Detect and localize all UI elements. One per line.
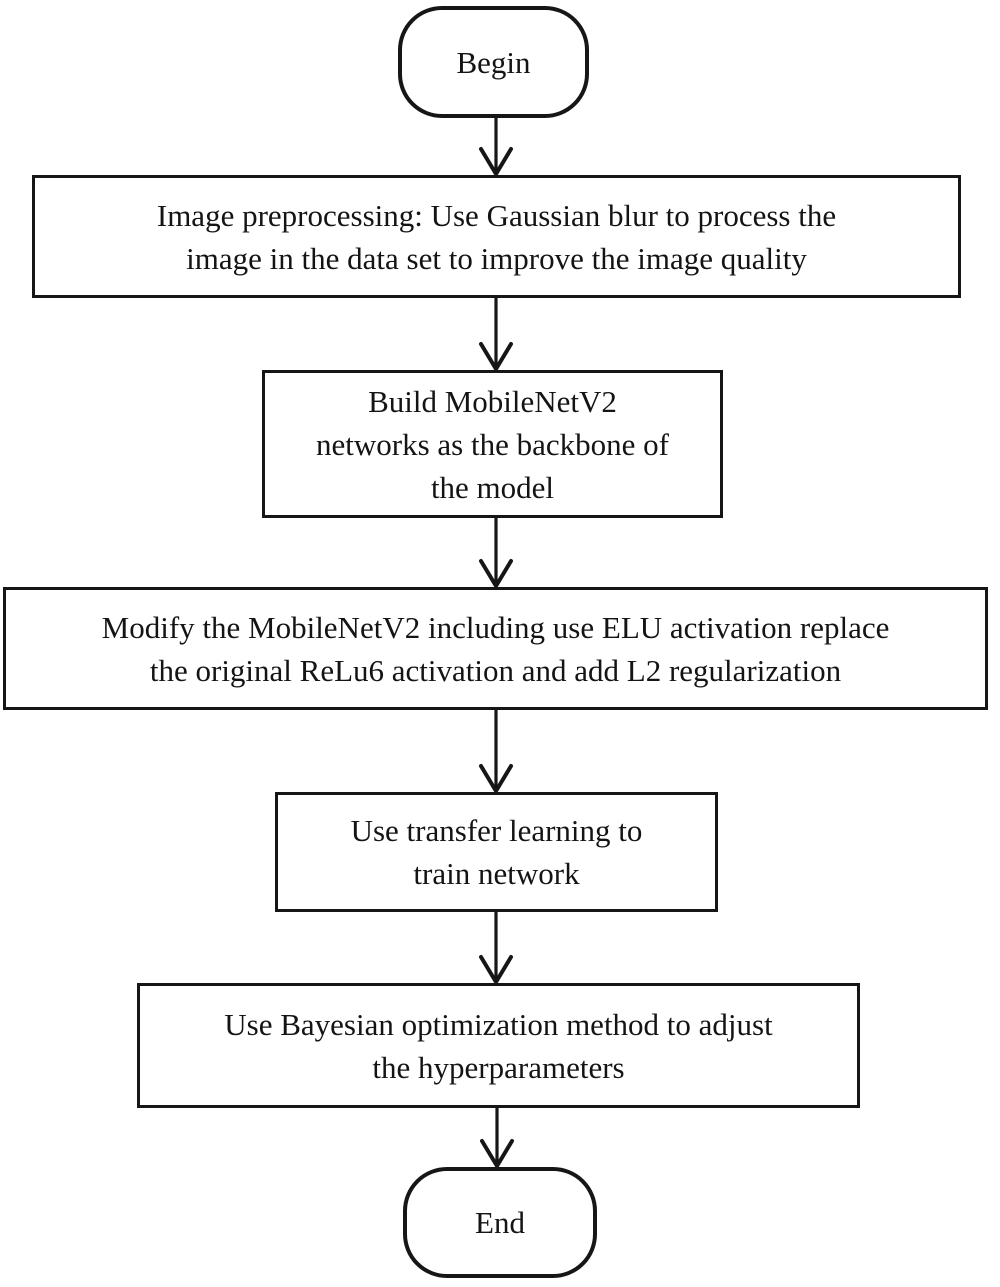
node-transfer-learning-label-line2: train network [413,856,580,891]
node-begin-label: Begin [456,44,531,80]
node-build-backbone-label-line1: Build MobileNetV2 [368,383,617,419]
arrow-bayesian-to-end [480,1107,514,1168]
node-build-backbone: Build MobileNetV2 networks as the backbo… [262,370,723,518]
node-modify-mobilenetv2: Modify the MobileNetV2 including use ELU… [3,587,988,710]
node-bayesian-optimization-label-line2: the hyperparameters [372,1049,625,1085]
node-begin: Begin [398,6,589,118]
node-bayesian-optimization: Use Bayesian optimization method to adju… [137,983,860,1108]
arrow-backbone-to-modify [479,517,513,588]
node-transfer-learning-label-line1: Use transfer learning to [350,813,643,848]
node-image-preprocessing-label-line1: Image preprocessing: Use Gaussian blur t… [156,197,837,233]
node-build-backbone-label-line3: the model [430,469,555,505]
node-image-preprocessing-label-line2: image in the data set to improve the ima… [186,240,807,276]
arrow-transfer-to-bayesian [479,911,513,984]
node-end: End [403,1167,597,1278]
node-image-preprocessing: Image preprocessing: Use Gaussian blur t… [32,175,961,298]
node-bayesian-optimization-label-line1: Use Bayesian optimization method to adju… [224,1006,773,1042]
node-transfer-learning: Use transfer learning to train network [275,792,718,912]
node-end-label: End [475,1205,525,1240]
node-modify-mobilenetv2-label-line2: the original ReLu6 activation and add L2… [149,652,842,688]
node-build-backbone-label-line2: networks as the backbone of [316,426,669,462]
arrow-preprocessing-to-backbone [479,297,513,371]
node-modify-mobilenetv2-label-line1: Modify the MobileNetV2 including use ELU… [101,609,890,645]
arrow-begin-to-preprocessing [479,118,513,176]
arrow-modify-to-transfer [479,709,513,793]
